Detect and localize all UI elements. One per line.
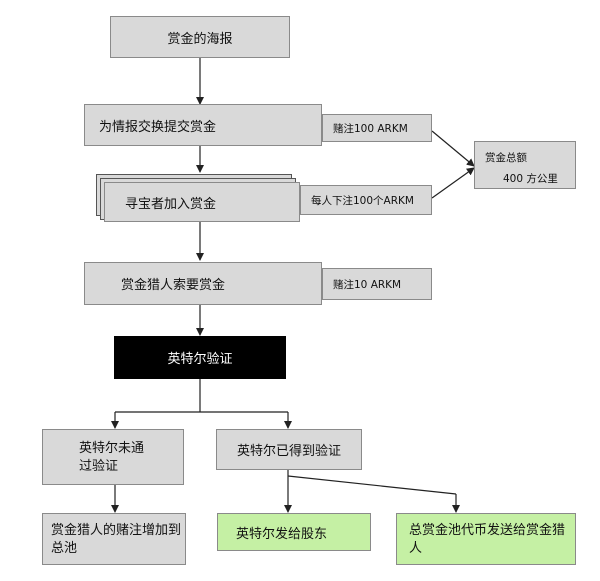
node-intel-to-shareholders: 英特尔发给股东 — [217, 513, 371, 551]
node-intel-verified: 英特尔已得到验证 — [216, 429, 362, 470]
node-bet-each-100: 每人下注100个ARKM — [300, 185, 432, 215]
total-value: 400 方公里 — [503, 173, 558, 185]
node-bet-10: 赌注10 ARKM — [322, 268, 432, 300]
total-title: 赏金总额 — [485, 152, 527, 164]
arrow-verified-to-hunter — [287, 475, 457, 495]
node-bet-100: 赌注100 ARKM — [322, 114, 432, 142]
arrow-bet2-to-total — [431, 167, 475, 199]
node-submit-bounty: 为情报交换提交赏金 — [84, 104, 322, 146]
node-intel-verification: 英特尔验证 — [114, 336, 286, 379]
node-bounty-total: 赏金总额 400 方公里 — [474, 141, 576, 189]
node-bounty-poster: 赏金的海报 — [110, 16, 290, 58]
node-intel-not-verified: 英特尔未通 过验证 — [42, 429, 184, 485]
node-pool-to-hunter: 总赏金池代币发送给赏金猎 人 — [396, 513, 576, 565]
node-claim-bounty: 赏金猎人索要赏金 — [84, 262, 322, 305]
node-stake-to-pool: 赏金猎人的赌注增加到 总池 — [42, 513, 186, 565]
node-hunters-join: 寻宝者加入赏金 — [104, 182, 300, 222]
arrow-bet1-to-total — [431, 130, 475, 167]
